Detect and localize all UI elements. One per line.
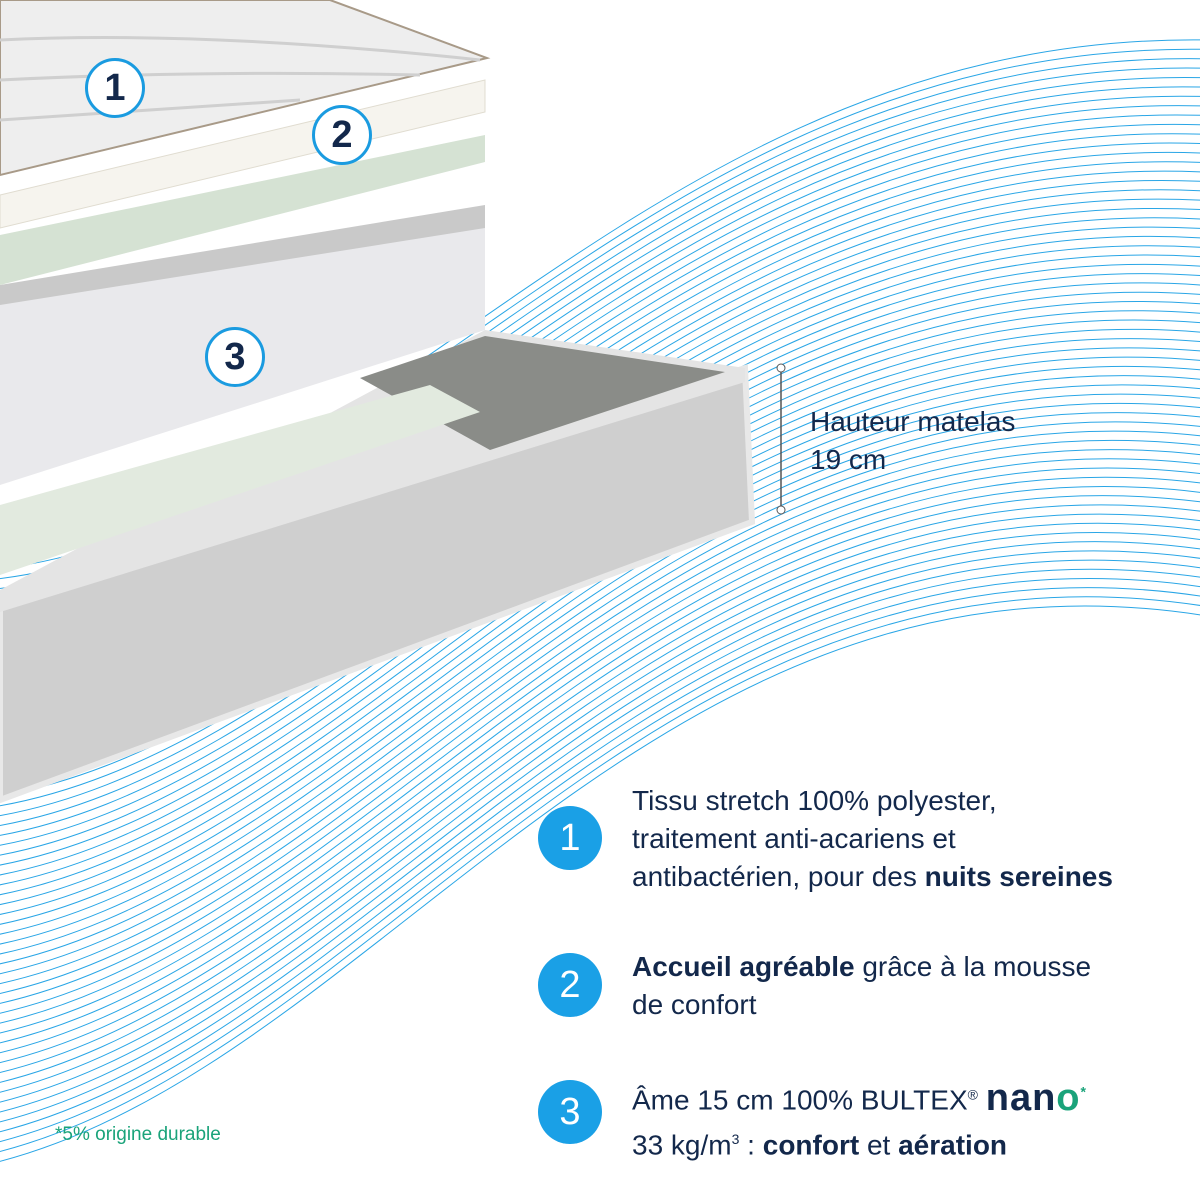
wave-line <box>0 458 1200 1004</box>
feature-text: grâce à la mousse <box>854 951 1092 982</box>
wave-line <box>0 402 1200 945</box>
wave-line <box>0 439 1200 984</box>
feature-number-2: 2 <box>538 953 602 1017</box>
nano-text: nan <box>985 1076 1057 1119</box>
wave-line <box>0 384 1200 925</box>
wave-line <box>0 486 1200 1034</box>
wave-line <box>0 577 1200 1133</box>
superscript: 3 <box>731 1130 740 1147</box>
layer-badge-3: 3 <box>205 327 265 387</box>
feature-text: de confort <box>632 989 757 1020</box>
feature-number-3: 3 <box>538 1080 602 1144</box>
feature-text: et <box>859 1128 899 1160</box>
wave-line <box>0 430 1200 975</box>
wave-line <box>0 504 1200 1054</box>
wave-line <box>0 587 1200 1142</box>
wave-line <box>0 495 1200 1044</box>
nano-logo: nano* <box>986 1077 1087 1119</box>
feature-1: Tissu stretch 100% polyester, traitement… <box>632 782 1113 896</box>
wave-line <box>0 532 1200 1083</box>
feature-highlight: nuits sereines <box>924 861 1113 892</box>
wave-line <box>0 476 1200 1024</box>
feature-text: Tissu stretch 100% polyester, <box>632 785 997 816</box>
feature-2: Accueil agréable grâce à la mousse de co… <box>632 948 1091 1024</box>
height-value: 19 cm <box>810 444 887 475</box>
foam-core-top <box>0 205 485 310</box>
wave-line <box>0 559 1200 1113</box>
wave-line <box>0 513 1200 1063</box>
green-pad <box>0 385 480 575</box>
feature-text: traitement anti-acariens et <box>632 823 956 854</box>
footnote: *5% origine durable <box>55 1124 221 1145</box>
feature-text: antibactérien, pour des <box>632 861 925 892</box>
wave-line <box>0 550 1200 1103</box>
feature-3: Âme 15 cm 100% BULTEX® nano* 33 kg/m3 : … <box>632 1072 1087 1164</box>
wave-line <box>0 568 1200 1123</box>
wave-line <box>0 541 1200 1093</box>
green-layer <box>0 135 485 285</box>
wave-line <box>0 412 1200 955</box>
feature-highlight: confort <box>762 1128 860 1160</box>
layer-badge-1: 1 <box>85 58 145 118</box>
nano-o: o <box>1056 1076 1081 1119</box>
feature-text: Âme 15 cm 100% BULTEX <box>632 1084 968 1116</box>
wave-line <box>0 596 1200 1152</box>
feature-text: : <box>739 1128 763 1160</box>
registered-mark: ® <box>967 1086 978 1103</box>
layer-badge-2: 2 <box>312 105 372 165</box>
feature-highlight: aération <box>898 1128 1008 1160</box>
wave-line <box>0 522 1200 1073</box>
height-label-title: Hauteur matelas <box>810 406 1016 437</box>
asterisk: * <box>1080 1083 1087 1099</box>
feature-text: 33 kg/m <box>632 1128 732 1160</box>
wave-line <box>0 421 1200 965</box>
quilted-cover <box>0 0 491 177</box>
wave-line <box>0 467 1200 1014</box>
wave-line <box>0 605 1200 1162</box>
wave-line <box>0 393 1200 935</box>
height-label: Hauteur matelas 19 cm <box>810 403 1015 479</box>
wave-line <box>0 449 1200 994</box>
feature-highlight: Accueil agréable <box>632 951 855 982</box>
feature-number-1: 1 <box>538 806 602 870</box>
